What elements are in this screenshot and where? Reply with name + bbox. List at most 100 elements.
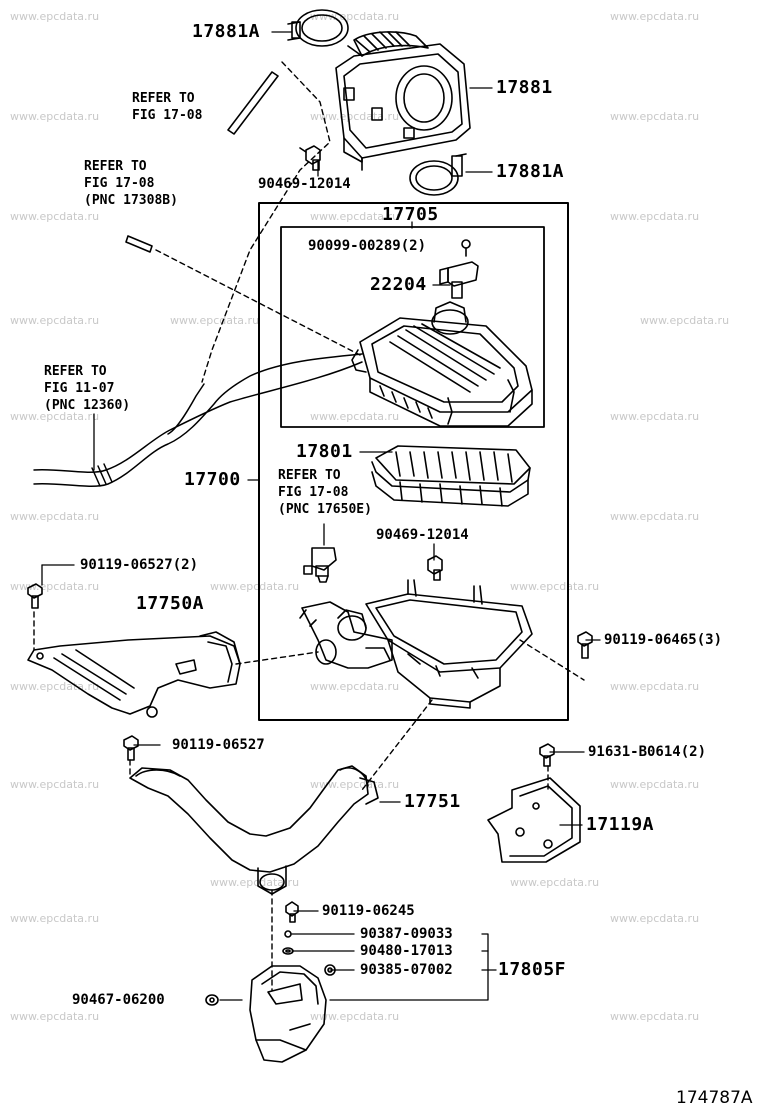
label-90119-06527: 90119-06527 [172,737,265,753]
bolt-90119-06527-2 [27,583,43,609]
refer-line: FIG 17-08 [132,108,203,123]
label-90480: 90480-17013 [360,943,453,959]
watermark: www.epcdata.ru [10,410,100,423]
watermark: www.epcdata.ru [610,210,700,223]
label-17119a: 17119A [586,814,655,835]
watermark: www.epcdata.ru [610,680,700,693]
label-90469-top: 90469-12014 [258,176,351,192]
watermark: www.epcdata.ru [510,580,600,593]
label-17881a-top: 17881A [192,21,261,42]
refer-line: FIG 17-08 [278,485,349,500]
refer-line: REFER TO [132,91,195,106]
label-17881a-bottom: 17881A [496,161,565,182]
watermark: www.epcdata.ru [10,314,100,327]
watermark: www.epcdata.ru [10,110,100,123]
watermark: www.epcdata.ru [510,876,600,889]
refer-line: FIG 11-07 [44,381,115,396]
assembly-17700-box [258,202,569,721]
label-90469-mid: 90469-12014 [376,527,469,543]
wiring-harness [33,353,363,487]
label-17881: 17881 [496,77,553,98]
label-17751: 17751 [404,791,461,812]
nut-90385 [324,964,336,976]
label-17700: 17700 [184,469,241,490]
air-cleaner-case-17705 [351,301,533,427]
watermark: www.epcdata.ru [10,680,100,693]
refer-line: (PNC 17308B) [84,193,178,208]
label-91631: 91631-B0614(2) [588,744,707,760]
label-90467: 90467-06200 [72,992,165,1008]
refer-line: (PNC 12360) [44,398,131,413]
refer-line: FIG 17-08 [84,176,155,191]
watermark: www.epcdata.ru [610,410,700,423]
bracket-17119a [487,777,581,863]
sensor-22204 [439,261,479,299]
refer-note-2: REFER TO FIG 17-08 (PNC 17308B) [84,158,178,209]
watermark: www.epcdata.ru [10,510,100,523]
air-cleaner-cap-17881 [335,31,471,171]
refer-note-3: REFER TO FIG 11-07 (PNC 12360) [44,363,130,414]
refer-note-4: REFER TO FIG 17-08 (PNC 17650E) [278,467,372,518]
resonator-17805f [249,965,327,1063]
clamp-17881a-bottom [409,153,467,196]
air-filter-element-17801 [371,445,531,507]
label-17705: 17705 [382,204,439,225]
watermark: www.epcdata.ru [310,410,400,423]
screw-90099 [461,239,471,257]
watermark: www.epcdata.ru [210,580,300,593]
watermark: www.epcdata.ru [10,912,100,925]
label-22204: 22204 [370,274,427,295]
label-90119-06527-2: 90119-06527(2) [80,557,199,573]
label-17750a: 17750A [136,593,205,614]
bolt-90119-06527 [123,735,139,761]
watermark: www.epcdata.ru [310,778,400,791]
washer-90480 [282,947,294,955]
sensor-refer-17650e [303,547,337,583]
label-90119-06245: 90119-06245 [322,903,415,919]
watermark: www.epcdata.ru [10,778,100,791]
label-17805f: 17805F [498,959,567,980]
refer-line: REFER TO [84,159,147,174]
label-90099: 90099-00289(2) [308,238,427,254]
label-90387: 90387-09033 [360,926,453,942]
hose-refer-1 [227,71,279,135]
bolt-90119-06465 [577,631,593,659]
clamp-17881a-top [287,9,349,47]
watermark: www.epcdata.ru [170,314,260,327]
watermark: www.epcdata.ru [610,1010,700,1023]
watermark: www.epcdata.ru [310,210,400,223]
watermark: www.epcdata.ru [610,778,700,791]
bolt-90119-06245 [285,901,299,923]
air-duct-17751 [129,765,379,895]
watermark: www.epcdata.ru [210,876,300,889]
watermark: www.epcdata.ru [10,1010,100,1023]
clip-90467 [205,994,219,1006]
screw-90469-top [299,145,321,171]
refer-line: (PNC 17650E) [278,502,372,517]
hose-refer-2 [125,235,153,253]
watermark: www.epcdata.ru [310,1010,400,1023]
air-cleaner-lower-case [299,579,533,709]
label-90385: 90385-07002 [360,962,453,978]
label-17801: 17801 [296,441,353,462]
washer-90387 [284,930,292,938]
screw-90469-mid [427,555,443,581]
diagram-code: 174787A [676,1088,753,1108]
label-90119-06465: 90119-06465(3) [604,632,723,648]
leader-lines [41,31,601,1001]
air-inlet-17750a [27,631,241,718]
watermark: www.epcdata.ru [310,10,400,23]
refer-note-1: REFER TO FIG 17-08 [132,90,202,124]
watermark: www.epcdata.ru [610,912,700,925]
watermark: www.epcdata.ru [610,10,700,23]
watermark: www.epcdata.ru [310,680,400,693]
watermark: www.epcdata.ru [640,314,730,327]
watermark: www.epcdata.ru [10,580,100,593]
watermark: www.epcdata.ru [610,110,700,123]
bolt-91631 [539,743,555,767]
watermark: www.epcdata.ru [610,510,700,523]
refer-line: REFER TO [278,468,341,483]
watermark: www.epcdata.ru [10,10,100,23]
